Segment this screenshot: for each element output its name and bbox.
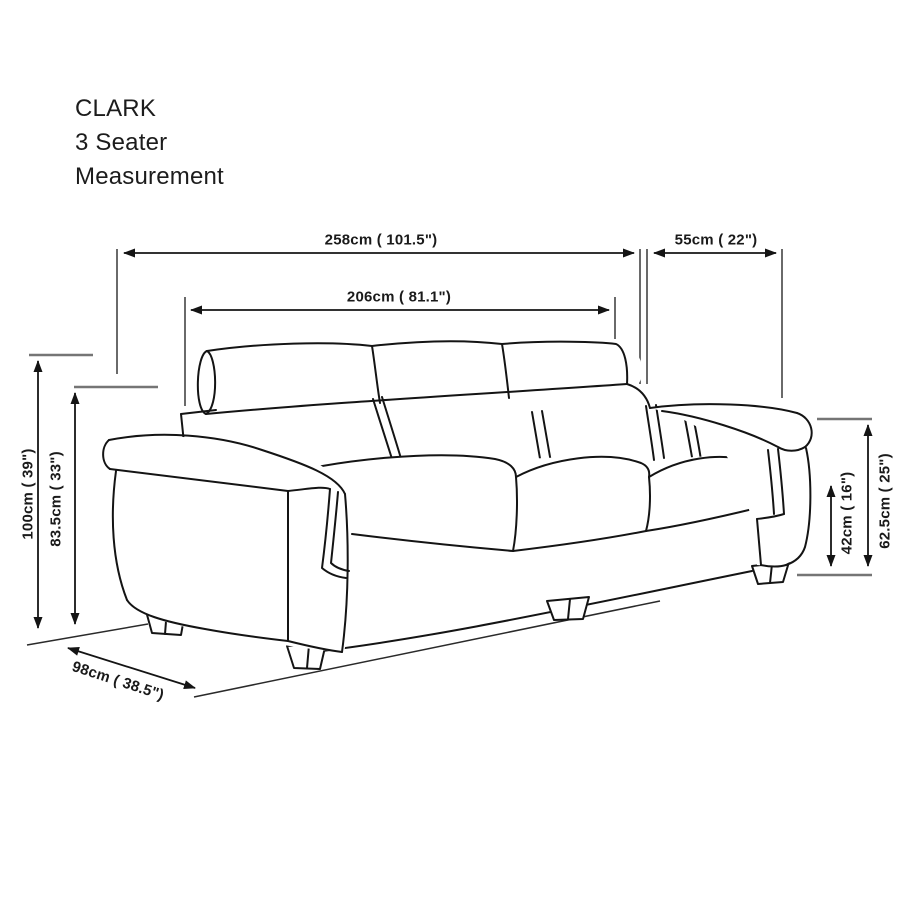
left-arm-side-edge bbox=[111, 470, 128, 601]
seat-left-bottom bbox=[351, 533, 514, 552]
headrest-middle-top bbox=[371, 340, 503, 347]
right-arm-bottom bbox=[760, 564, 787, 568]
right-arm-cap-outer bbox=[796, 412, 813, 448]
sofa-drawing bbox=[102, 338, 813, 670]
right-arm bbox=[649, 403, 813, 568]
product-name: CLARK bbox=[75, 95, 157, 122]
title-block: CLARK 3 Seater Measurement bbox=[75, 92, 224, 194]
seat-cushions bbox=[269, 454, 761, 552]
back-right-corner bbox=[626, 383, 651, 409]
right-arm-seat-junction bbox=[756, 513, 785, 520]
product-variant: 3 Seater bbox=[75, 129, 168, 156]
headrest-right-top bbox=[501, 340, 629, 385]
label-overall-width: 258cm ( 101.5") bbox=[324, 231, 438, 249]
label-depth-top: 55cm ( 22") bbox=[674, 231, 758, 249]
dimension-arrows bbox=[33, 248, 873, 689]
right-arm-outer-edge bbox=[785, 447, 812, 566]
label-overall-height: 100cm ( 39") bbox=[19, 448, 37, 540]
arrow-base-depth bbox=[67, 647, 196, 689]
seat-seam-1 bbox=[512, 476, 518, 552]
floor-line-left bbox=[26, 623, 149, 646]
base-rail-bottom bbox=[304, 570, 753, 654]
left-arm-side-bottom bbox=[126, 599, 289, 642]
right-arm-roll-top bbox=[649, 403, 798, 414]
seat-middle-top bbox=[515, 455, 651, 478]
label-back-height: 83.5cm ( 33") bbox=[47, 451, 65, 547]
leg-front-middle bbox=[546, 596, 590, 621]
right-arm-cap-inner bbox=[661, 410, 806, 452]
headrest-left-top bbox=[206, 342, 373, 352]
left-arm-roll-top bbox=[108, 433, 346, 495]
headrest-left-right-edge bbox=[371, 345, 381, 404]
left-arm-roll-underside bbox=[109, 468, 331, 492]
seat-left-top bbox=[269, 454, 517, 479]
left-arm-piping-inner bbox=[330, 491, 350, 572]
right-arm-front-edge bbox=[756, 518, 762, 566]
left-arm-piping-outer bbox=[321, 488, 347, 579]
seat-cushions-fill bbox=[270, 455, 760, 550]
back-left-corner-top bbox=[180, 409, 217, 415]
right-arm-piping-inner bbox=[767, 449, 775, 515]
page-type: Measurement bbox=[75, 163, 224, 190]
seat-seam-2 bbox=[645, 476, 651, 532]
left-arm-band-bottom bbox=[287, 640, 343, 653]
headrest-middle-right-edge bbox=[501, 343, 510, 399]
right-arm-piping-outer bbox=[777, 448, 785, 515]
left-arm bbox=[102, 433, 350, 653]
label-seat-width: 206cm ( 81.1") bbox=[346, 288, 452, 306]
seat-middle-bottom bbox=[512, 530, 647, 552]
label-seat-height: 42cm ( 16") bbox=[838, 471, 856, 555]
backrest-bottom-boundary bbox=[205, 383, 628, 415]
seat-right-bottom bbox=[645, 507, 758, 532]
left-arm-cap bbox=[102, 439, 111, 470]
label-arm-height: 62.5cm ( 25") bbox=[876, 453, 894, 549]
